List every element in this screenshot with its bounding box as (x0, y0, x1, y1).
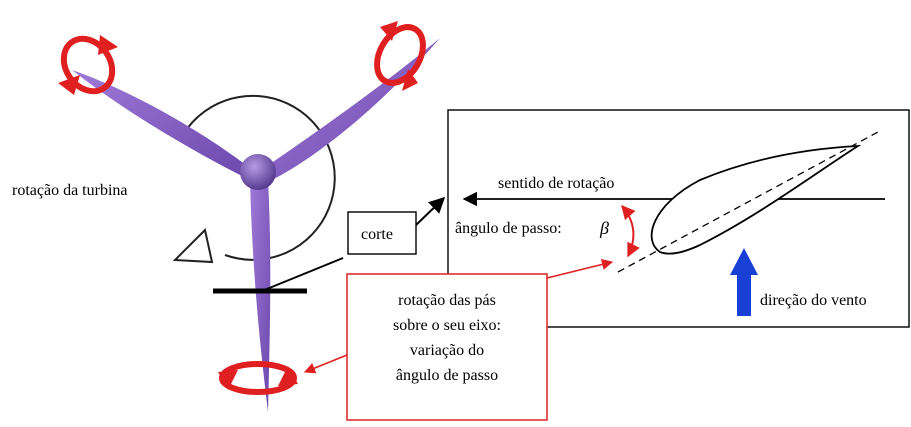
callout-pointer-blade (303, 354, 348, 374)
turbine-rotation-arrowhead (172, 227, 214, 264)
rotation-direction-label: sentido de rotação (498, 175, 614, 192)
cut-connector-line (261, 257, 344, 292)
pitch-angle-arc (621, 204, 640, 258)
blade-upper-right (264, 38, 440, 180)
hub (240, 154, 276, 190)
turbine-rotation-label: rotação da turbina (12, 182, 128, 199)
blade-bottom (250, 180, 271, 412)
circular-arrow-icon (374, 21, 426, 91)
circular-arrow-icon (58, 35, 118, 95)
cut-label: corte (361, 226, 393, 243)
cut-to-section-arrow (415, 196, 446, 226)
blade-rotation-callout (346, 273, 548, 421)
turbine (72, 38, 440, 412)
callout-pointer-angle (546, 258, 614, 279)
chord-line (617, 131, 879, 273)
circular-arrow-icon (218, 361, 298, 395)
blade-upper-left (72, 70, 250, 178)
callout-line-1: rotação das pás (398, 292, 496, 309)
cut-label-box (347, 211, 417, 255)
callout-line-3: variação do (410, 342, 484, 359)
callout-line-4: ângulo de passo (396, 367, 498, 384)
up-arrow-icon (730, 248, 758, 316)
pitch-angle-label: ângulo de passo: (455, 220, 562, 237)
beta-symbol: β (599, 218, 609, 238)
wind-direction-label: direção do vento (760, 292, 867, 309)
turbine-rotation-circle (179, 94, 336, 261)
callout-line-2: sobre o seu eixo: (393, 317, 501, 334)
